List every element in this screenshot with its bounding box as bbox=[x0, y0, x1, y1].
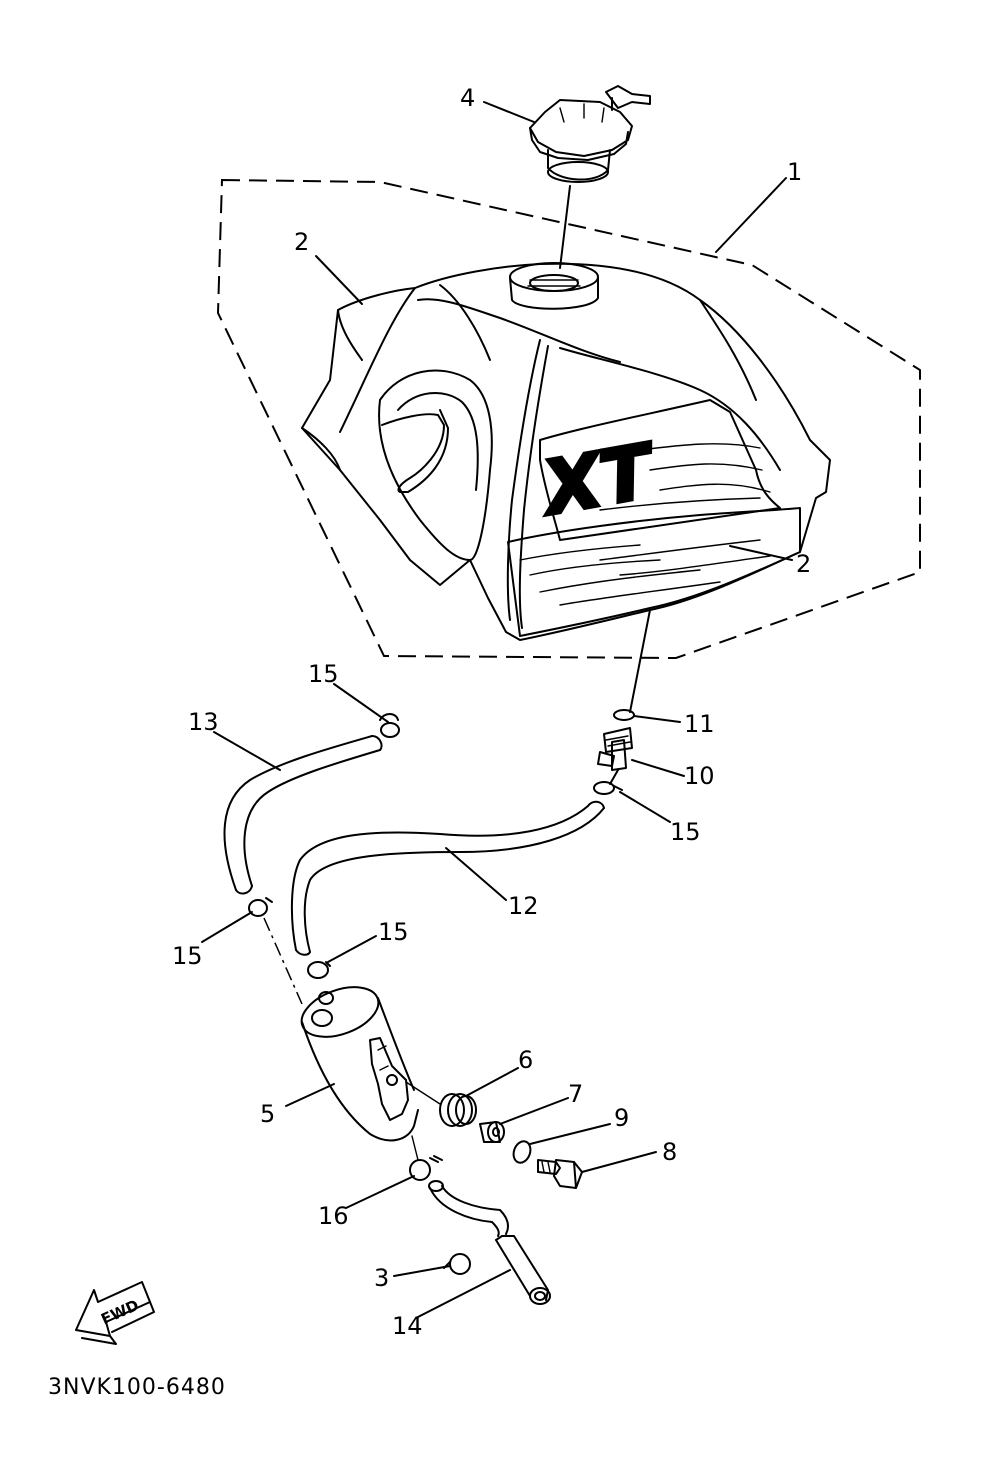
callout-12: 12 bbox=[508, 892, 539, 920]
fuel-hose bbox=[290, 805, 589, 951]
callout-9: 9 bbox=[614, 1104, 629, 1132]
breather-hose bbox=[223, 735, 373, 891]
fuel-cap bbox=[529, 85, 651, 183]
bolt bbox=[537, 1159, 583, 1189]
clamp bbox=[443, 1253, 471, 1275]
fuel-tank bbox=[301, 262, 831, 641]
callout-13: 13 bbox=[188, 708, 219, 736]
drain-hose bbox=[428, 1180, 509, 1237]
callout-16: 16 bbox=[318, 1202, 349, 1230]
callout-2: 2 bbox=[796, 550, 811, 578]
callout-15: 15 bbox=[308, 660, 339, 688]
drawing-code: 3NVK100-6480 bbox=[48, 1375, 226, 1400]
fwd-arrow-icon: FWD bbox=[75, 1281, 155, 1345]
tank-assembly-boundary bbox=[216, 178, 921, 660]
callout-8: 8 bbox=[662, 1138, 677, 1166]
callout-3: 3 bbox=[374, 1264, 389, 1292]
collar bbox=[479, 1121, 505, 1143]
callout-11: 11 bbox=[684, 710, 715, 738]
leader-lines bbox=[201, 101, 793, 1319]
damper bbox=[405, 1081, 477, 1127]
callout-5: 5 bbox=[260, 1100, 275, 1128]
fwd-label: FWD bbox=[98, 1296, 141, 1328]
canister bbox=[300, 986, 419, 1142]
callout-15: 15 bbox=[378, 918, 409, 946]
callout-15: 15 bbox=[172, 942, 203, 970]
callout-1: 1 bbox=[787, 158, 802, 186]
drain-pipe bbox=[495, 1235, 551, 1305]
washer bbox=[512, 1140, 532, 1164]
filler-neck bbox=[509, 262, 599, 310]
callout-10: 10 bbox=[684, 762, 715, 790]
decal-text: XT bbox=[533, 428, 663, 533]
gasket bbox=[613, 709, 635, 721]
callout-7: 7 bbox=[568, 1080, 583, 1108]
callout-2: 2 bbox=[294, 228, 309, 256]
callout-4: 4 bbox=[460, 84, 475, 112]
callout-15: 15 bbox=[670, 818, 701, 846]
fuel-cock bbox=[597, 727, 633, 771]
callout-6: 6 bbox=[518, 1046, 533, 1074]
callout-14: 14 bbox=[392, 1312, 423, 1340]
callouts: 1 2 2 3 4 5 6 7 8 9 10 11 12 13 14 15 15… bbox=[172, 84, 811, 1340]
